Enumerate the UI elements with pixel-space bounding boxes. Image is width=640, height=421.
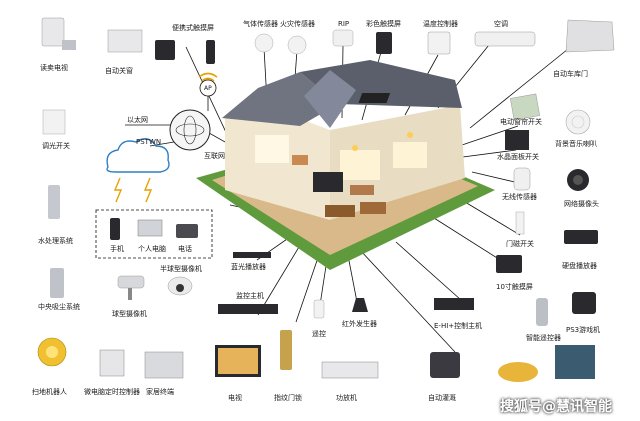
av-receiver-device [321, 361, 379, 379]
label-av-receiver: 功放机 [336, 394, 357, 402]
label-keyfob: 遥控 [312, 330, 326, 338]
label-ceiling-speaker: 背景音乐喇叭 [555, 140, 597, 148]
label-home-console: 家居终端 [146, 388, 174, 396]
label-fingerprint-lock: 指纹门锁 [274, 394, 302, 402]
label-thermostat: 温度控制器 [423, 20, 458, 28]
label-auto-curtain: 自动关窗 [105, 67, 133, 75]
label-tv-bottom: 电视 [228, 394, 242, 402]
telephone-device [176, 224, 198, 238]
label-dimmer: 调光开关 [42, 142, 70, 150]
electric-switch-device [509, 93, 541, 121]
pc-device [137, 219, 163, 237]
tv-bottom-device [215, 345, 261, 377]
label-smart-remote: 智能遥控器 [526, 334, 561, 342]
house-illustration [196, 60, 495, 270]
ir-emitter-device [352, 298, 368, 312]
globe-orbit-icon [175, 115, 205, 145]
label-aircon: 空调 [494, 20, 508, 28]
label-pc: 个人电脑 [138, 245, 166, 253]
label-garage-door: 自动车库门 [553, 70, 588, 78]
label-bullet-camera: 球型摄像机 [112, 310, 147, 318]
dome-camera-device [167, 276, 193, 296]
label-central-dust: 中央吸尘系统 [38, 303, 80, 311]
watermark-text: 搜狐号@慧讯智能 [500, 399, 612, 415]
rip-sensor-device [332, 29, 354, 47]
tv-top-left-device [41, 17, 76, 50]
label-ehi-host: E-HI+控制主机 [434, 322, 483, 330]
label-thermal-switch: 水晶面板开关 [497, 153, 539, 161]
auto-irrigation-device [430, 352, 460, 378]
micro-timer-device [99, 349, 125, 377]
fire-sensor-device [287, 35, 307, 55]
network-camera-device [567, 169, 589, 191]
label-micro-timer: 微电脑定时控制器 [84, 388, 140, 396]
auto-curtain-device [107, 29, 143, 53]
monitor-host-device [218, 304, 278, 314]
label-touch-10: 10寸触摸屏 [496, 283, 533, 291]
label-internet: 互联网 [204, 152, 225, 160]
label-hd-player: 硬盘播放器 [562, 262, 597, 270]
label-door-switch: 门磁开关 [506, 240, 534, 248]
terminal-group-box [95, 209, 213, 259]
ap-node [199, 79, 217, 97]
label-water-system: 水处理系统 [38, 237, 73, 245]
garage-door-device [565, 19, 615, 53]
touch-10-device [496, 255, 522, 273]
thermal-switch-device [505, 130, 529, 150]
label-ps3: PS3游戏机 [566, 326, 601, 334]
label-robot-vacuum: 扫地机器人 [32, 388, 67, 396]
label-bluray: 蓝光播放器 [231, 263, 266, 271]
water-system-device [48, 185, 60, 219]
color-touch-device [376, 32, 392, 54]
label-ethernet: 以太网 [127, 116, 148, 124]
label-fire-sensor: 火灾传感器 [280, 20, 315, 28]
hd-player-device [564, 230, 598, 244]
smart-remote-device [536, 298, 548, 326]
ps3-device [572, 292, 596, 314]
signal-lightning-icons [113, 177, 153, 203]
label-rip: RIP [338, 20, 350, 28]
robot-vacuum-device [37, 337, 67, 367]
label-monitor-host: 监控主机 [236, 292, 264, 300]
label-tv-top-left: 读卖电视 [40, 64, 68, 72]
label-ir-emitter: 红外发生器 [342, 320, 377, 328]
dimmer-device [42, 109, 66, 135]
label-ap: AP [204, 85, 212, 92]
gas-sensor-device [254, 33, 274, 53]
label-phone: 手机 [110, 245, 124, 253]
tv-scene-photo [555, 345, 595, 379]
label-dome-camera: 半球型摄像机 [160, 265, 202, 273]
home-console-device [144, 351, 184, 379]
label-auto-irrigation: 自动灌溉 [428, 394, 456, 402]
central-dust-device [50, 268, 64, 298]
bullet-camera-device [117, 275, 145, 300]
keyfob-device [313, 299, 325, 319]
thermostat-device [427, 31, 451, 55]
internet-globe-icon [169, 109, 211, 151]
fingerprint-lock-device [280, 330, 292, 370]
touch-panel-device [155, 40, 215, 64]
label-telephone: 电话 [178, 245, 192, 253]
ceiling-speaker-device [565, 109, 591, 135]
bluray-device [233, 252, 271, 258]
label-wireless-sensor: 无线传感器 [502, 193, 537, 201]
aircon-device [474, 31, 536, 47]
label-pstwn: PSTWN [136, 138, 162, 146]
cloud-icon [106, 138, 170, 173]
label-network-camera: 网络摄像头 [564, 200, 599, 208]
label-gas-sensor: 气体传感器 [243, 20, 278, 28]
phone-device [110, 218, 120, 240]
label-electric-switch: 电动窗帘开关 [500, 118, 542, 126]
label-touch-panel: 便携式触摸屏 [172, 24, 214, 32]
dog-ps3-photo [498, 362, 538, 382]
wireless-sensor-device [513, 167, 531, 191]
label-color-touch: 彩色触摸屏 [366, 20, 401, 28]
ehi-host-device [434, 298, 474, 310]
door-switch-device [515, 211, 525, 235]
